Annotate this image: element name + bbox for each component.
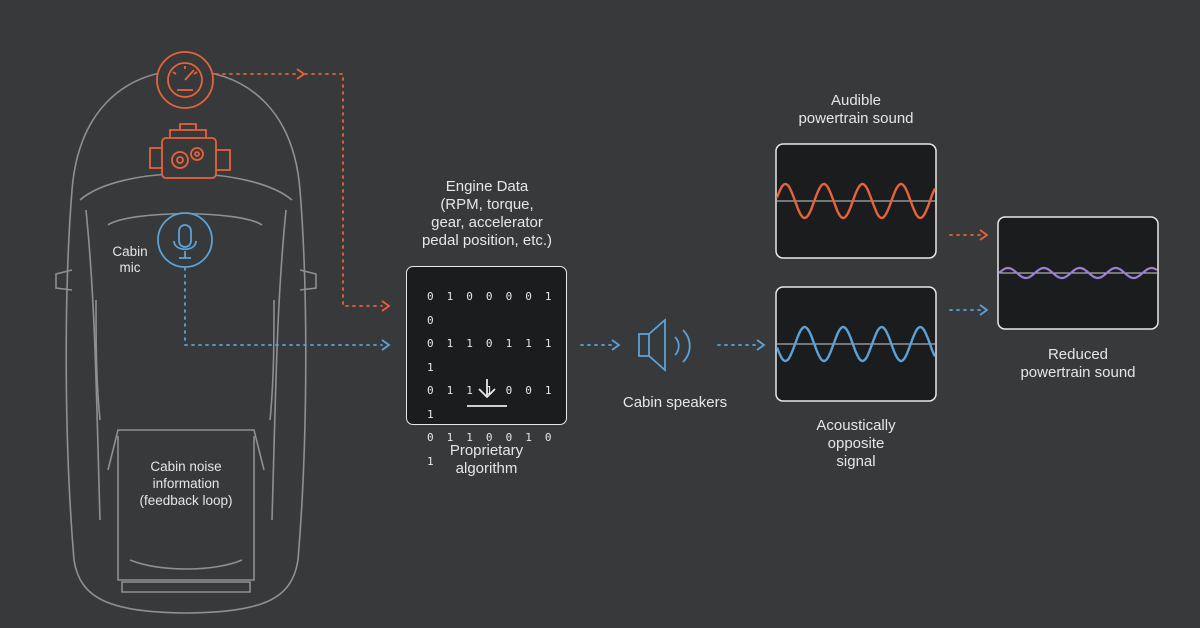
binary-data: 0 1 0 0 0 0 1 0 0 1 1 0 1 1 1 1 0 1 1 1 …	[427, 285, 566, 473]
cabin-mic-label: Cabin mic	[112, 244, 148, 275]
engine-gears-icon	[149, 123, 231, 179]
audible-wave-panel	[775, 143, 937, 259]
algorithm-label: Proprietary algorithm	[449, 442, 524, 477]
cabin-noise-label: Cabin noise information (feedback loop)	[139, 459, 233, 508]
reduced-waveform	[998, 266, 1158, 280]
speedometer-icon	[156, 51, 214, 109]
binary-row: 0 1 0 0 0 0 1 0	[427, 290, 555, 327]
cabin-speakers-label: Cabin speakers	[622, 394, 728, 411]
binary-row: 0 1 1 0 0 1 0 1	[427, 431, 555, 468]
engine-data-label: Engine Data (RPM, torque, gear, accelera…	[421, 178, 553, 249]
reduced-label: Reduced powertrain sound	[1020, 346, 1136, 381]
download-icon	[467, 379, 507, 407]
microphone-icon	[157, 212, 213, 268]
binary-row: 0 1 1 1 0 0 1 1	[427, 384, 555, 421]
speaker-icon	[638, 318, 691, 372]
algorithm-box: 0 1 0 0 0 0 1 0 0 1 1 0 1 1 1 1 0 1 1 1 …	[406, 266, 567, 468]
mic-signal-arrow	[184, 267, 981, 346]
binary-row: 0 1 1 0 1 1 1 1	[427, 337, 555, 374]
audible-waveform	[775, 182, 937, 220]
opposite-wave-panel	[775, 286, 937, 402]
audible-label: Audible powertrain sound	[798, 92, 914, 127]
opposite-label: Acoustically opposite signal	[816, 417, 896, 470]
engine-data-arrow	[215, 73, 383, 307]
opposite-waveform	[775, 325, 937, 363]
reduced-wave-panel	[997, 216, 1159, 330]
